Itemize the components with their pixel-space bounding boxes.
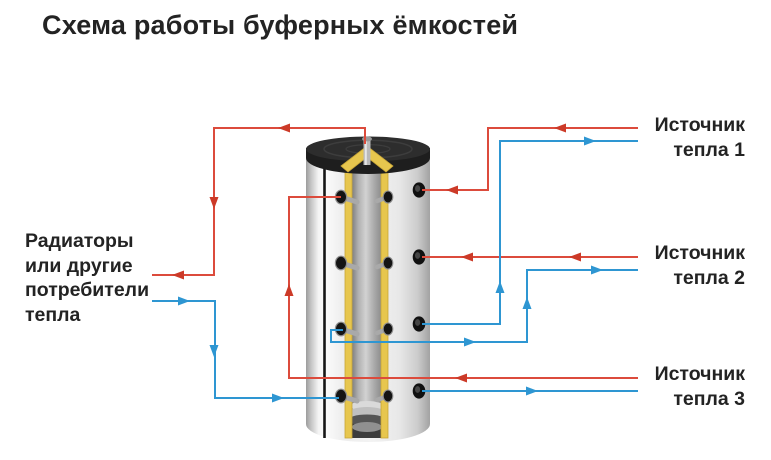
pipe-consumer-return-cold <box>152 296 339 403</box>
flow-arrow-left <box>455 373 467 383</box>
tank-port <box>374 322 394 336</box>
tank-port <box>334 388 360 404</box>
flow-arrow-left <box>278 123 290 133</box>
tank-port <box>374 190 394 204</box>
tank-port-right-row <box>412 182 426 399</box>
flow-arrow-left <box>461 252 473 262</box>
top-fitting-pipe <box>363 137 371 165</box>
pipe-source3-supply-hot <box>284 196 638 383</box>
pipe-source1-return-cold <box>422 136 638 325</box>
tank-port <box>412 182 426 198</box>
pipe-consumer-supply-hot <box>152 123 366 280</box>
tank-port-cut-right-row <box>374 190 394 403</box>
flow-arrow-right <box>464 337 476 347</box>
flow-arrow-right <box>526 386 538 396</box>
flow-arrow-right <box>591 265 603 275</box>
tank-port <box>412 383 426 399</box>
flow-arrow-down <box>209 197 219 209</box>
consumer-label: Радиаторы или другие потребители тепла <box>25 230 150 326</box>
page-title: Схема работы буферных ёмкостей <box>42 10 519 40</box>
pipe-source3-return-cold <box>422 386 638 396</box>
pipe-source2-return-cold <box>330 265 638 347</box>
flow-arrow-down <box>209 345 219 357</box>
pipe-source1-supply-hot <box>422 123 638 195</box>
pipe-source2-supply-hot <box>422 252 638 262</box>
flow-arrow-up <box>495 281 505 293</box>
heat-source-2-label: Источник тепла 2 <box>654 242 745 289</box>
flow-arrow-left <box>172 270 184 280</box>
tank-port <box>374 389 394 403</box>
flow-arrow-right <box>584 136 596 146</box>
tank-port <box>334 255 360 271</box>
buffer-tank-illustration <box>306 136 430 442</box>
tank-port <box>374 256 394 270</box>
flow-arrow-right <box>178 296 190 306</box>
flow-arrow-up <box>522 297 532 309</box>
inner-vessel <box>351 161 384 420</box>
heat-source-3-label: Источник тепла 3 <box>654 363 745 410</box>
flow-arrow-right <box>272 393 284 403</box>
flow-arrow-left <box>554 123 566 133</box>
heat-source-1-label: Источник тепла 1 <box>654 114 745 161</box>
tank-port <box>412 249 426 265</box>
tank-port <box>412 316 426 332</box>
flow-arrow-left <box>446 185 458 195</box>
flow-arrow-up <box>284 284 294 296</box>
flow-arrow-left <box>569 252 581 262</box>
